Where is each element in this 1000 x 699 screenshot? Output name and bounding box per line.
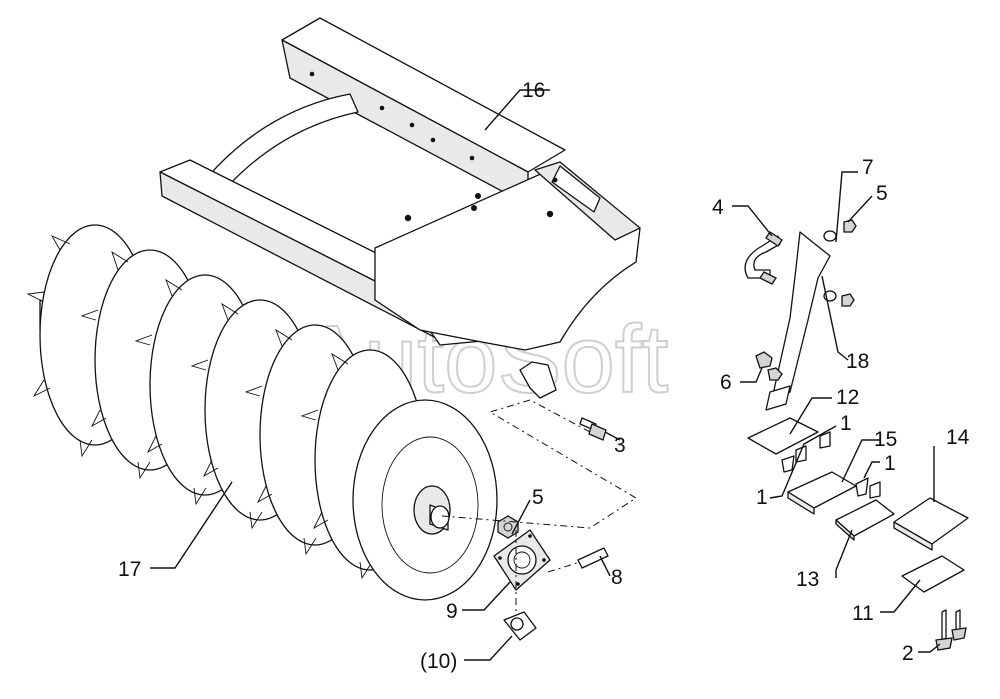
frame-assembly — [159, 17, 641, 399]
plate-11 — [901, 555, 965, 593]
callout-3: 3 — [614, 434, 626, 457]
pin-8 — [577, 547, 609, 569]
pad-14 — [893, 497, 969, 551]
callout-10: (10) — [420, 650, 457, 673]
callout-6: 6 — [720, 371, 732, 394]
u-bolt-4 — [744, 231, 783, 285]
bolt-3 — [579, 417, 607, 441]
bolts-2 — [935, 609, 967, 651]
callout-5-right: 5 — [876, 182, 888, 205]
callout-1-left: 1 — [756, 486, 768, 509]
callout-11: 11 — [852, 602, 874, 625]
nut-6 — [755, 351, 783, 381]
callout-7: 7 — [862, 156, 874, 179]
callout-13: 13 — [796, 568, 819, 591]
grease-fitting — [503, 611, 537, 641]
callout-15: 15 — [874, 428, 897, 451]
callout-1-top: 1 — [840, 412, 852, 435]
washer-nut-7-5 — [823, 219, 857, 307]
callout-14: 14 — [946, 426, 970, 449]
callout-5-left: 5 — [532, 486, 544, 509]
callout-17: 17 — [118, 558, 141, 581]
rotor-assembly — [26, 224, 498, 601]
callout-2: 2 — [902, 642, 914, 665]
callout-1-right: 1 — [884, 452, 896, 475]
callout-9: 9 — [446, 600, 458, 623]
bearing-flange — [493, 529, 551, 591]
callout-18: 18 — [846, 350, 869, 373]
callout-8: 8 — [611, 566, 623, 589]
plate-13 — [835, 499, 895, 541]
scraper-15 — [787, 471, 857, 515]
callout-12: 12 — [836, 386, 859, 409]
plate-12 — [747, 417, 819, 455]
bracket-18 — [765, 231, 831, 411]
callout-16: 16 — [522, 79, 545, 102]
callout-4: 4 — [712, 196, 724, 219]
